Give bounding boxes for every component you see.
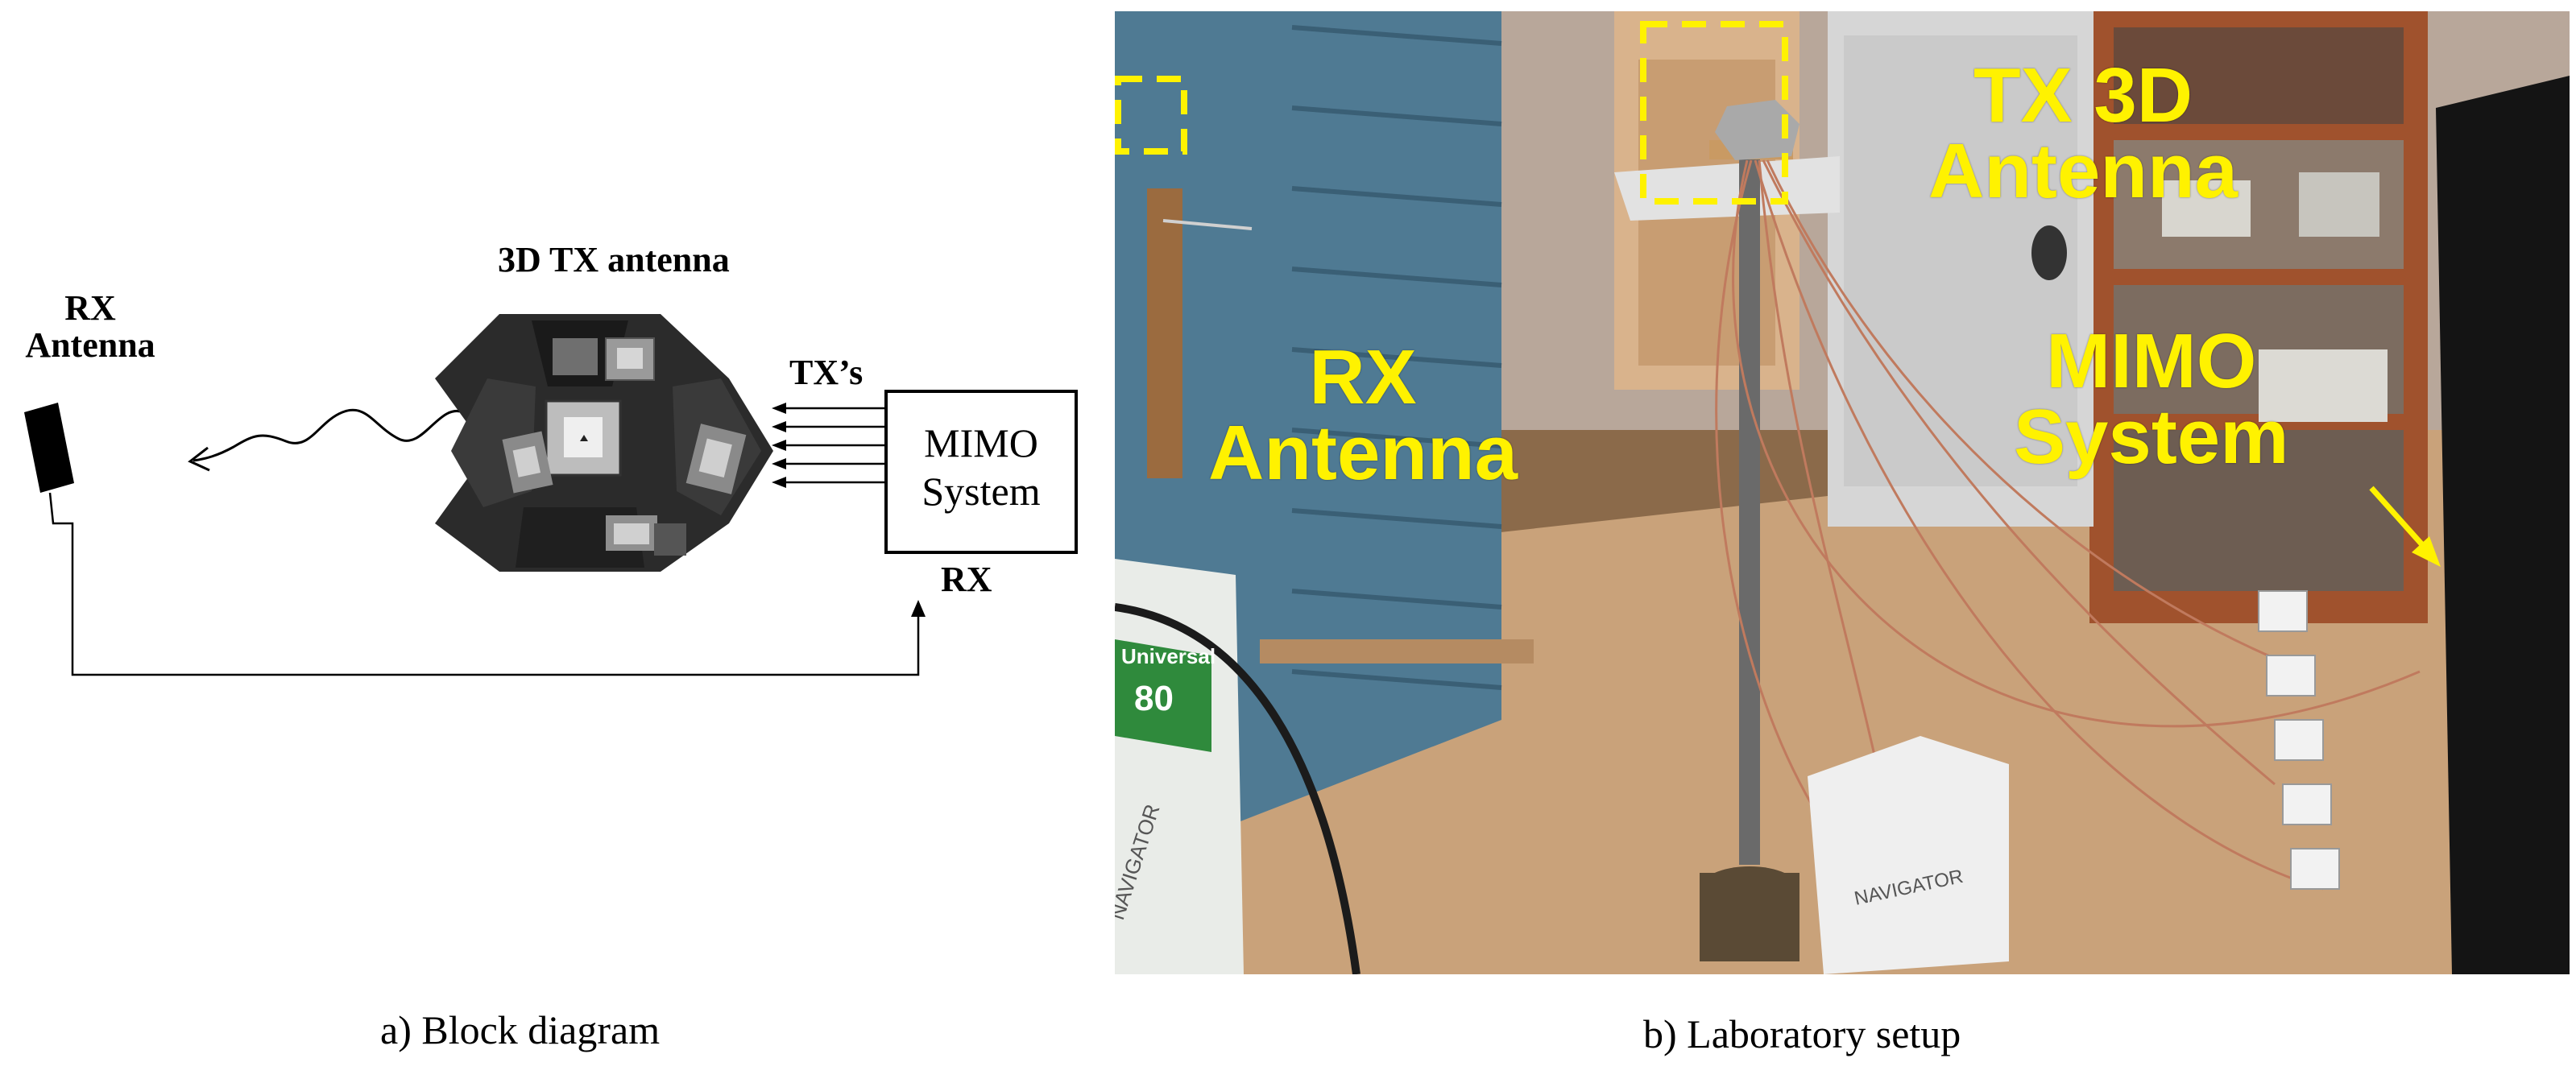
black-rack (2436, 76, 2570, 974)
tx-3d-antenna-photo (1715, 100, 1799, 160)
tx-3d-antenna-icon (435, 314, 773, 572)
caption-laboratory-setup: b) Laboratory setup (1643, 1011, 1961, 1056)
rx-antenna-label-line1: RX (64, 288, 116, 328)
box-text-universal: Universal (1121, 644, 1216, 668)
mimo-photo-label-line1: MIMO (2046, 318, 2257, 404)
tx-antenna-highlight-box (1640, 21, 1788, 205)
tx-3d-antenna-photo-label: TX 3D Antenna (1928, 52, 2238, 215)
rx-antenna-icon (24, 403, 74, 493)
rx-antenna-photo-label: RX Antenna (1208, 334, 1518, 497)
propagation-wave (193, 408, 464, 462)
rx-antenna-label-line2: Antenna (25, 325, 155, 366)
rx-photo-label-line2: Antenna (1208, 410, 1518, 497)
mimo-pointer-arrowhead (2412, 536, 2441, 567)
tx-antenna-label: 3D TX antenna (498, 240, 730, 279)
rx-port-label: RX (941, 560, 992, 599)
rf-cables (1715, 159, 2421, 891)
tx-photo-label-line2: Antenna (1928, 128, 2238, 215)
paper-box-center (1808, 736, 2009, 974)
rx-antenna-label: RX Antenna (10, 288, 171, 366)
rx-feed-line (48, 492, 920, 676)
mimo-system-label: MIMO System (886, 419, 1076, 515)
mimo-system-box (884, 390, 1078, 554)
tx-pole (1739, 156, 1760, 865)
tx-arrowheads (772, 403, 786, 488)
rx-photo-label-line1: RX (1309, 334, 1417, 420)
caption-block-diagram: a) Block diagram (380, 1007, 661, 1052)
laboratory-photo: Universal 80 NAVIGATOR NAVIGATOR (1115, 11, 2570, 974)
txs-label: TX’s (789, 353, 863, 392)
mimo-system-photo-label: MIMO System (2014, 318, 2289, 481)
mimo-label-line2: System (921, 469, 1041, 514)
laboratory-photo-panel: Universal 80 NAVIGATOR NAVIGATOR TX 3D A… (1115, 11, 2570, 974)
mimo-photo-label-line2: System (2014, 394, 2289, 481)
rx-antenna-post (1147, 188, 1182, 478)
block-diagram-drawing (24, 314, 1078, 676)
paper-box-left (1115, 559, 1244, 974)
block-diagram-panel: RX Antenna 3D TX antenna TX’s MIMO Syste… (0, 0, 1095, 1083)
rx-antenna-highlight-box (1115, 76, 1187, 155)
propagation-arrowhead (188, 446, 210, 472)
rx-feed-arrowhead (911, 600, 926, 617)
mimo-label-line1: MIMO (924, 420, 1038, 465)
tx-photo-label-line1: TX 3D (1973, 52, 2193, 138)
mimo-modules (2258, 590, 2340, 890)
tx-arrows (780, 407, 886, 484)
mimo-pointer-line (2369, 486, 2429, 552)
box-text-80: 80 (1134, 679, 1174, 718)
